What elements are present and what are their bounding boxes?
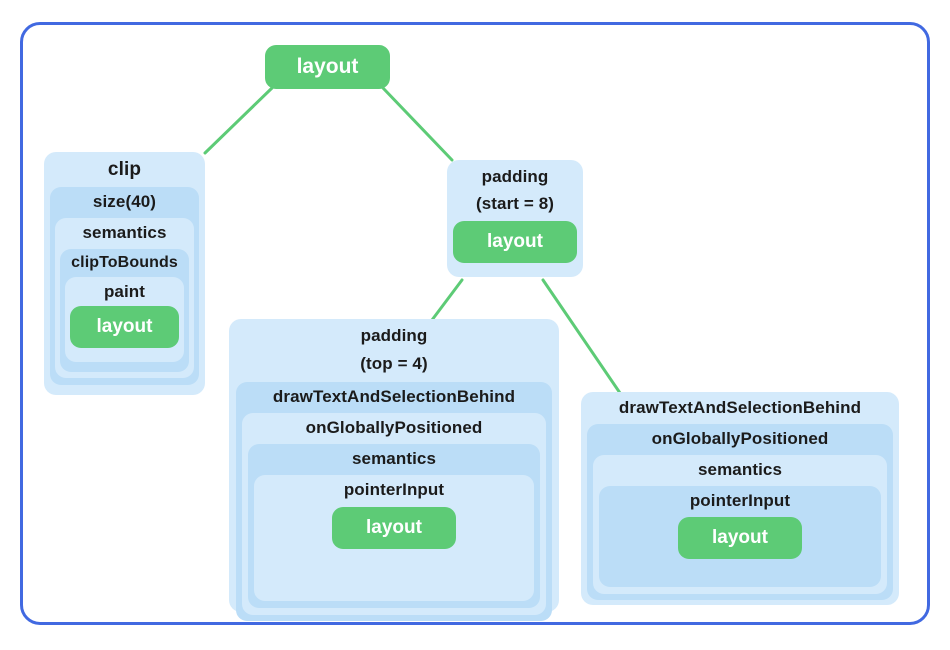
node-draw-text-middle[interactable]: drawTextAndSelectionBehind onGloballyPos… xyxy=(236,382,552,622)
node-paint[interactable]: paint layout xyxy=(65,277,184,363)
node-on-globally-positioned-right[interactable]: onGloballyPositioned semantics pointerIn… xyxy=(587,424,893,601)
node-label: onGloballyPositioned xyxy=(651,429,829,449)
node-clip[interactable]: clip size(40) semantics clipToBounds pai… xyxy=(44,152,205,395)
node-label: layout xyxy=(296,55,359,78)
node-padding-top[interactable]: padding (top = 4) drawTextAndSelectionBe… xyxy=(229,319,559,622)
node-label: layout xyxy=(712,527,768,549)
node-padding-start[interactable]: padding (start = 8) layout xyxy=(447,160,583,277)
node-layout-middle[interactable]: layout xyxy=(332,507,456,550)
node-label: layout xyxy=(487,231,543,253)
node-pointer-input-middle[interactable]: pointerInput layout xyxy=(254,475,534,602)
node-layout-padding-start[interactable]: layout xyxy=(453,221,577,264)
node-label: onGloballyPositioned xyxy=(305,418,483,438)
node-label-line1: padding xyxy=(360,326,428,345)
node-label-line2: (start = 8) xyxy=(475,194,555,214)
node-semantics-middle[interactable]: semantics pointerInput layout xyxy=(248,444,540,609)
node-layout-right[interactable]: layout xyxy=(678,517,802,560)
node-label: semantics xyxy=(82,223,167,243)
node-label-line2: (top = 4) xyxy=(360,354,428,374)
node-label: semantics xyxy=(351,449,437,469)
node-pointer-input-right[interactable]: pointerInput layout xyxy=(599,486,881,588)
node-label: paint xyxy=(103,282,146,302)
node-label: size(40) xyxy=(92,192,157,212)
node-on-globally-positioned-middle[interactable]: onGloballyPositioned semantics pointerIn… xyxy=(242,413,546,616)
node-label: semantics xyxy=(697,460,783,480)
node-root-layout[interactable]: layout xyxy=(265,45,390,89)
node-semantics-left[interactable]: semantics clipToBounds paint layout xyxy=(55,218,194,379)
node-label-line1: padding xyxy=(481,167,549,186)
node-label: clip xyxy=(107,159,142,180)
node-label: layout xyxy=(96,316,153,338)
node-semantics-right[interactable]: semantics pointerInput layout xyxy=(593,455,887,595)
node-label: clipToBounds xyxy=(71,253,178,271)
node-layout-left[interactable]: layout xyxy=(70,306,179,349)
node-clip-to-bounds[interactable]: clipToBounds paint layout xyxy=(60,248,189,372)
node-label: pointerInput xyxy=(343,480,445,500)
node-label: pointerInput xyxy=(689,491,791,511)
node-label: drawTextAndSelectionBehind xyxy=(272,387,516,407)
node-label: layout xyxy=(366,517,422,539)
node-draw-text-right[interactable]: drawTextAndSelectionBehind onGloballyPos… xyxy=(581,392,899,605)
node-size-40[interactable]: size(40) semantics clipToBounds paint la… xyxy=(50,187,199,386)
node-label: drawTextAndSelectionBehind xyxy=(618,398,862,417)
